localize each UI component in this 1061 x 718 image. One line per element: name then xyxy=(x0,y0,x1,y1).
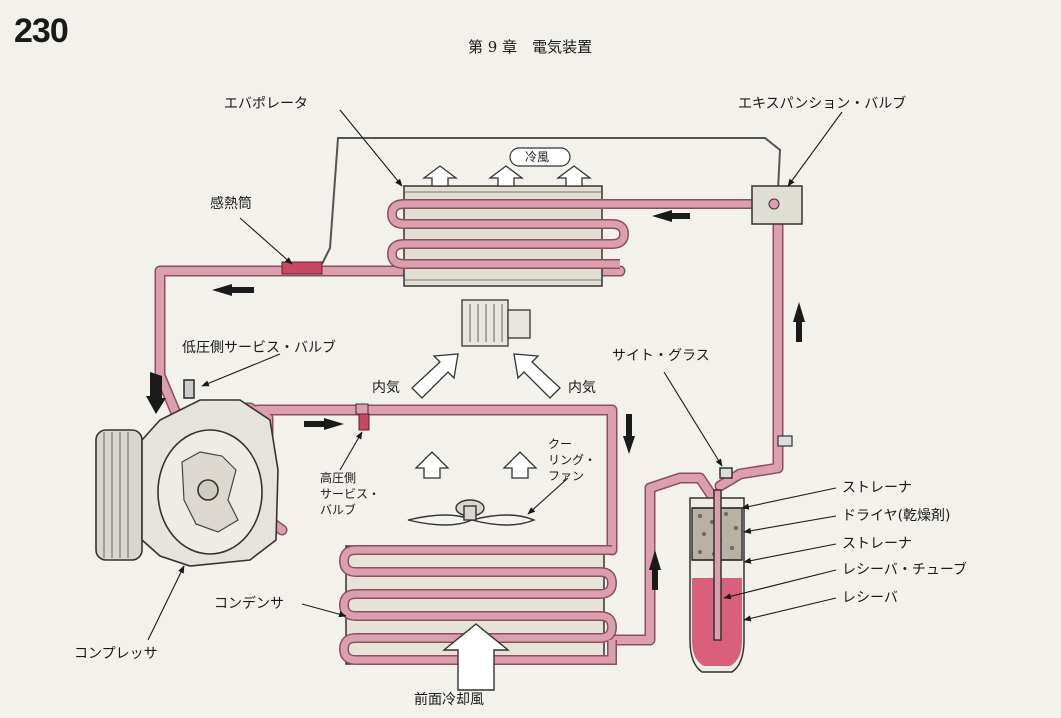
receiver-dryer xyxy=(689,467,745,673)
cooling-fan xyxy=(407,499,536,526)
label-expansion-valve: エキスパンション・バルブ xyxy=(738,96,907,112)
label-compressor: コンプレッサ xyxy=(74,646,158,662)
inside-air-arrows xyxy=(411,353,561,399)
sensing-bulb xyxy=(281,261,323,275)
label-strainer-bottom: ストレーナ xyxy=(842,536,912,552)
label-low-pressure-service-valve: 低圧側サービス・バルブ xyxy=(182,340,336,356)
high-pressure-service-valve xyxy=(355,403,370,431)
label-sight-glass: サイト・グラス xyxy=(612,348,710,364)
evaporator xyxy=(386,185,770,287)
label-inside-air-right: 内気 xyxy=(568,380,596,396)
label-condenser: コンデンサ xyxy=(214,596,284,612)
label-cooling-fan: クー リング・ ファン xyxy=(548,437,597,483)
leader-lines xyxy=(147,109,843,641)
page-number: 230 xyxy=(14,12,69,50)
cold-air-arrows xyxy=(422,165,592,187)
label-receiver: レシーバ xyxy=(842,590,898,606)
cold-air-badge xyxy=(509,147,571,167)
label-strainer-top: ストレーナ xyxy=(842,480,912,496)
receiver-tube xyxy=(713,489,722,641)
label-dryer: ドライヤ(乾燥剤) xyxy=(842,508,951,524)
front-cooling-air-arrow xyxy=(442,623,510,691)
compressor xyxy=(95,379,279,567)
label-front-cooling-air: 前面冷却風 xyxy=(414,692,484,708)
flow-arrows xyxy=(146,210,805,590)
label-inside-air-left: 内気 xyxy=(372,380,400,396)
label-receiver-tube: レシーバ・チューブ xyxy=(842,562,968,578)
label-cold-air: 冷風 xyxy=(525,150,550,164)
chapter-title: 第 9 章 電気装置 xyxy=(468,38,593,56)
label-evaporator: エバポレータ xyxy=(224,96,308,112)
label-high-pressure-service-valve: 高圧側 サービス・ バルブ xyxy=(320,471,381,517)
capillary-tube xyxy=(321,137,782,265)
sight-glass xyxy=(719,467,733,479)
blower-motor xyxy=(461,299,531,347)
cooling-fan-arrows xyxy=(414,451,538,479)
label-sensing-bulb: 感熱筒 xyxy=(210,196,252,212)
